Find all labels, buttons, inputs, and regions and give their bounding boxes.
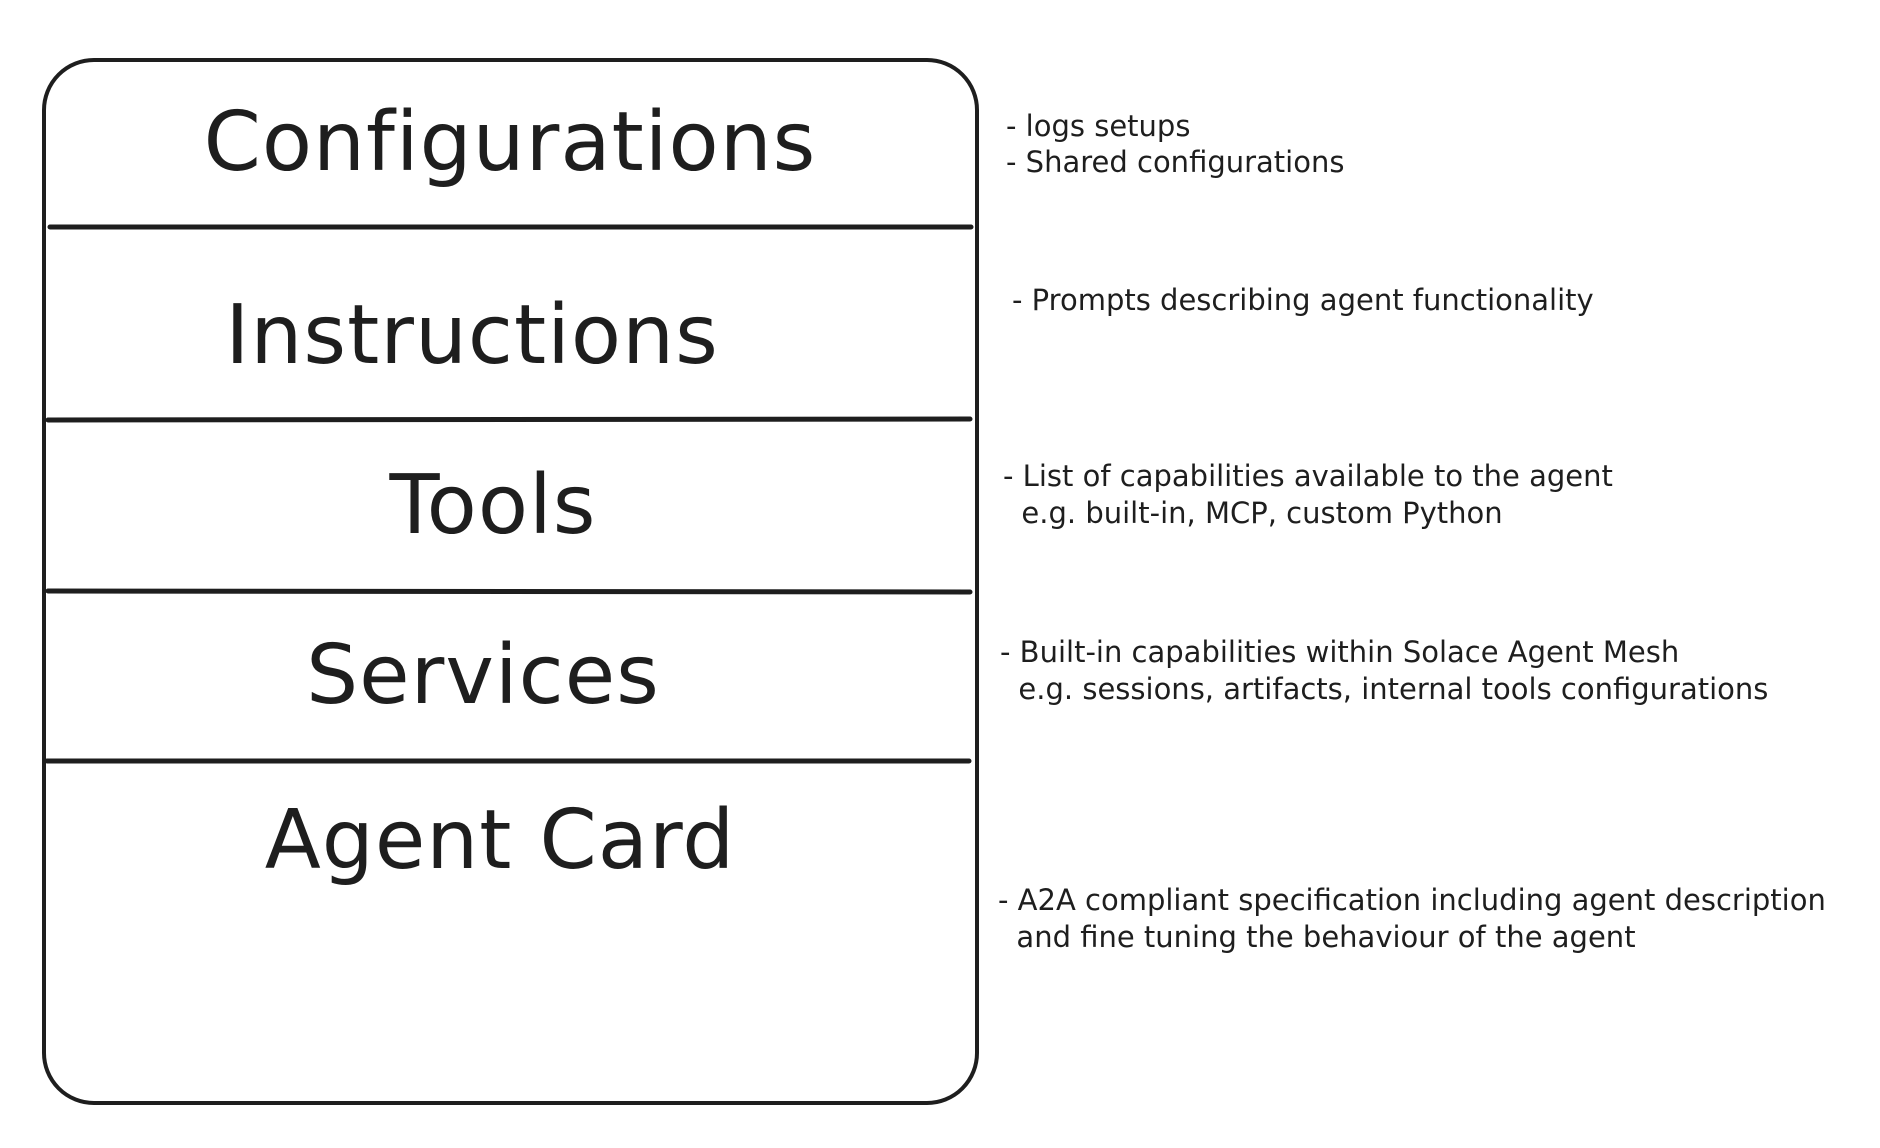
section-title-agent-card: Agent Card (265, 793, 736, 888)
note-line: - A2A compliant specification including … (998, 883, 1826, 917)
note-line: - Shared configurations (1006, 145, 1344, 179)
note-line: e.g. sessions, artifacts, internal tools… (1000, 672, 1768, 706)
note-line: - logs setups (1006, 109, 1190, 143)
note-line: - List of capabilities available to the … (1003, 459, 1613, 493)
note-agent-card: - A2A compliant specification including … (998, 883, 1826, 954)
divider-tools-services (45, 588, 973, 595)
divider-instructions-tools (45, 416, 973, 423)
section-title-services: Services (306, 628, 660, 723)
note-configurations: - logs setups - Shared configurations (1006, 109, 1344, 179)
note-services: - Built-in capabilities within Solace Ag… (1000, 635, 1768, 706)
agent-stack-box (42, 58, 979, 1105)
section-title-tools: Tools (389, 458, 597, 553)
section-title-instructions: Instructions (225, 288, 719, 383)
note-line: - Prompts describing agent functionality (1012, 283, 1594, 317)
section-title-configurations: Configurations (204, 95, 817, 190)
note-instructions: - Prompts describing agent functionality (1012, 283, 1594, 317)
note-line: - Built-in capabilities within Solace Ag… (1000, 635, 1679, 669)
note-line: e.g. built-in, MCP, custom Python (1003, 496, 1503, 530)
note-tools: - List of capabilities available to the … (1003, 459, 1613, 530)
note-line: and fine tuning the behaviour of the age… (998, 920, 1636, 954)
